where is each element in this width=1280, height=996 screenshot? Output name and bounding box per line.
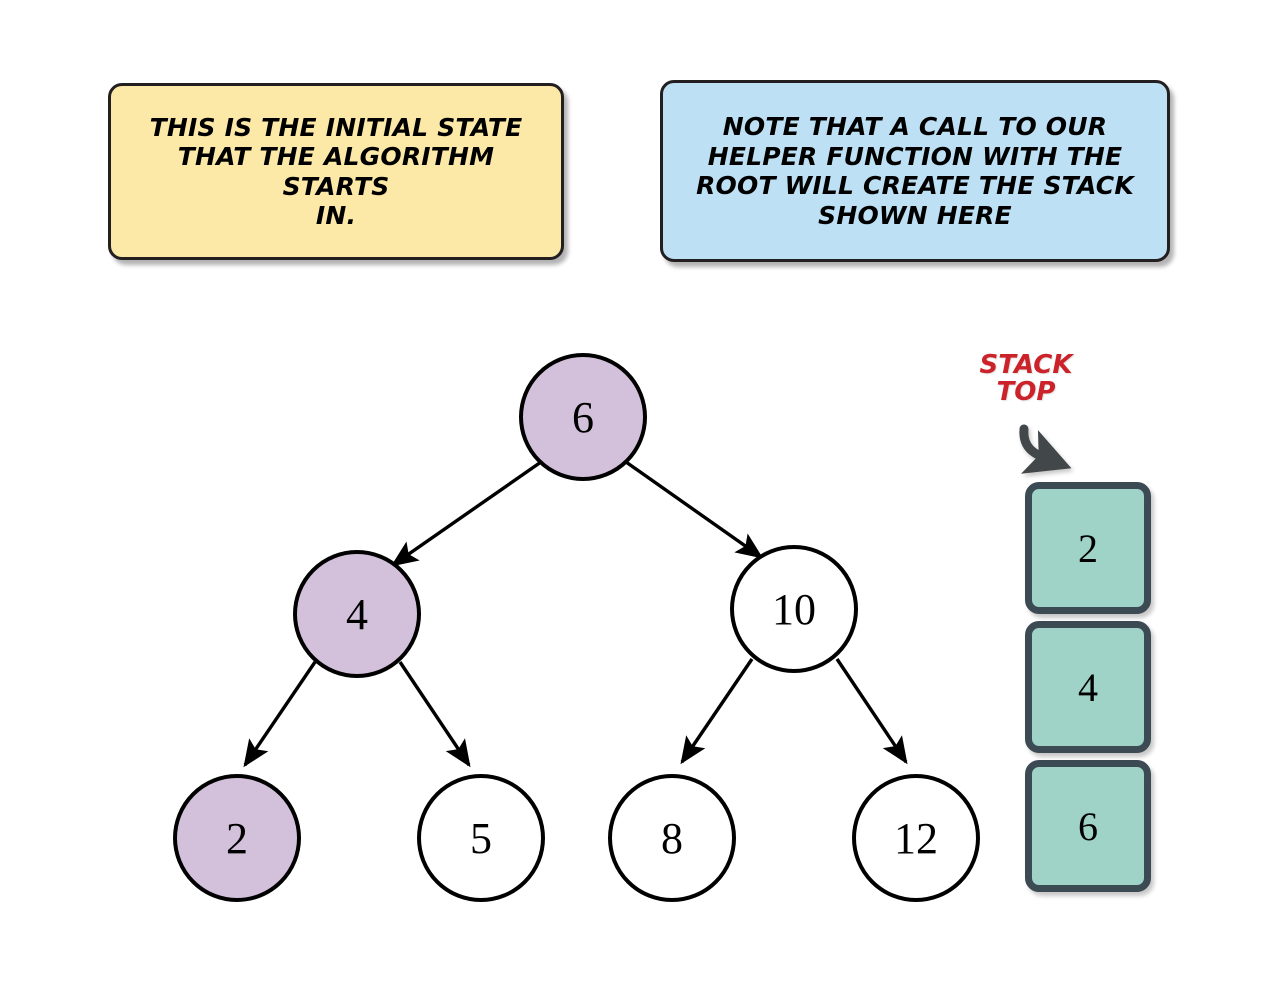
callout-helper-call: NOTE THAT A CALL TO OUR HELPER FUNCTION …	[660, 80, 1170, 262]
edge-4-to-5	[398, 661, 471, 768]
tree-node-6-label: 6	[572, 392, 594, 442]
tree-node-10-label: 10	[772, 584, 816, 634]
tree-node-8[interactable]: 8	[608, 774, 736, 902]
stack-item-top[interactable]: 2	[1025, 482, 1151, 614]
stack-item-bottom[interactable]: 6	[1025, 760, 1151, 892]
stack-item-middle-label: 4	[1078, 664, 1098, 710]
stack-item-middle[interactable]: 4	[1025, 621, 1151, 753]
edge-10-to-12	[835, 658, 908, 765]
stack-item-bottom-label: 6	[1078, 803, 1098, 849]
edge-4-to-2	[243, 661, 317, 768]
tree-node-12[interactable]: 12	[852, 774, 980, 902]
tree-node-5-label: 5	[470, 813, 492, 863]
stack-top-label: STACK TOP	[979, 350, 1073, 408]
tree-node-2[interactable]: 2	[173, 774, 301, 902]
tree-node-4[interactable]: 4	[293, 550, 421, 678]
stack-item-top-label: 2	[1078, 525, 1098, 571]
edge-6-to-4	[390, 460, 542, 567]
tree-node-2-label: 2	[226, 813, 248, 863]
tree-node-12-label: 12	[894, 813, 938, 863]
tree-node-8-label: 8	[661, 813, 683, 863]
callout-initial-state-text: THIS IS THE INITIAL STATE THAT THE ALGOR…	[149, 112, 523, 231]
callout-helper-call-text: NOTE THAT A CALL TO OUR HELPER FUNCTION …	[696, 112, 1134, 230]
tree-node-10[interactable]: 10	[730, 545, 858, 673]
tree-node-5[interactable]: 5	[417, 774, 545, 902]
edge-10-to-8	[680, 658, 754, 765]
edge-6-to-10	[625, 460, 764, 559]
stack-top-arrow	[1019, 424, 1072, 474]
tree-node-6[interactable]: 6	[519, 353, 647, 481]
callout-initial-state: THIS IS THE INITIAL STATE THAT THE ALGOR…	[108, 83, 564, 260]
tree-node-4-label: 4	[346, 589, 368, 639]
